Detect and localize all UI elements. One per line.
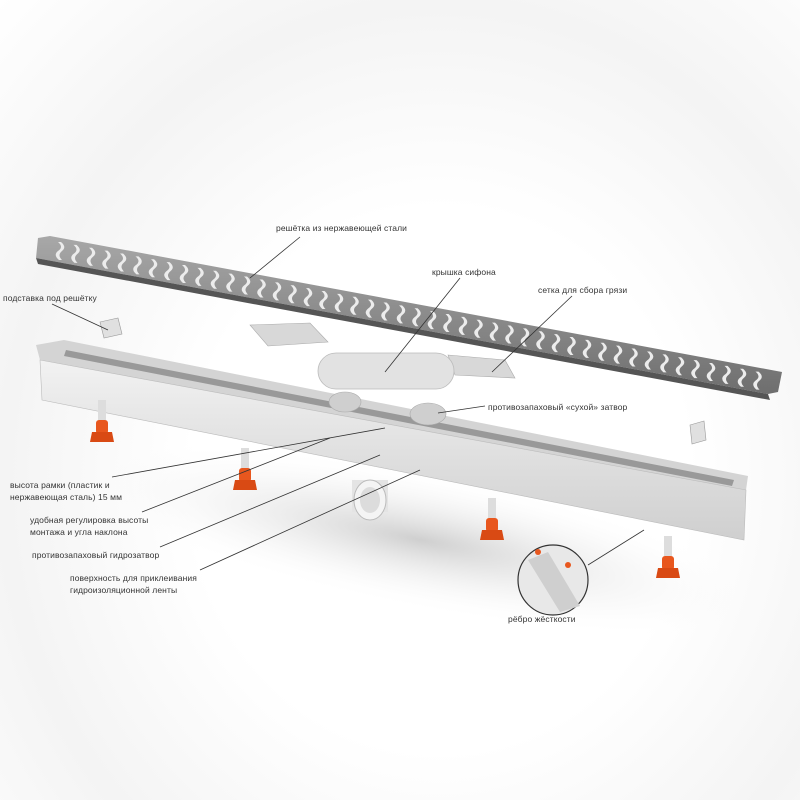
grate-slot — [226, 273, 235, 292]
grate-slot — [381, 302, 390, 321]
grate-slot — [303, 288, 313, 307]
grate-support — [99, 317, 707, 445]
grate-slot — [737, 368, 747, 387]
grate-slot — [489, 322, 499, 341]
grate-slot — [598, 342, 607, 361]
grate-slot — [288, 285, 297, 304]
label-surface: поверхность для приклеивания гидроизоляц… — [70, 572, 197, 596]
grate-slot — [55, 242, 65, 260]
grate-slot — [272, 282, 282, 301]
grate-slot — [334, 293, 344, 312]
label-siphon-cover: крышка сифона — [432, 267, 496, 277]
label-frame-height: высота рамки (пластик и нержавеющая стал… — [10, 479, 122, 503]
grate-slot — [412, 308, 421, 327]
foot — [656, 536, 680, 578]
label-line: гидроизоляционной ленты — [70, 585, 178, 595]
grate-slot — [133, 256, 142, 275]
label-adjustment: удобная регулировка высоты монтажа и угл… — [30, 514, 148, 538]
label-line: удобная регулировка высоты — [30, 515, 149, 525]
grate-slot — [691, 360, 700, 379]
grate-slot — [722, 365, 731, 384]
label-line: поверхность для приклеивания — [70, 573, 197, 583]
grate-slot — [582, 339, 592, 358]
label-line: монтажа и угла наклона — [30, 527, 128, 537]
label-dry-trap: противозапаховый «сухой» затвор — [488, 402, 628, 412]
grate-slot — [706, 362, 716, 381]
label-grate: решётка из нержавеющей стали — [276, 223, 407, 233]
grate-slot — [644, 351, 654, 370]
grate-slot — [210, 270, 220, 289]
foot — [233, 448, 257, 490]
grate-slot — [179, 265, 189, 284]
grate-slot — [675, 357, 685, 376]
label-line: высота рамки (пластик и — [10, 480, 110, 490]
grate-slot — [520, 328, 530, 347]
grate-slot — [365, 299, 375, 318]
grate-slot — [536, 331, 545, 350]
foot — [480, 498, 504, 540]
channel-body — [36, 340, 748, 541]
grate-slot — [164, 262, 173, 281]
grate-slot — [86, 247, 96, 266]
grate-slot — [241, 276, 251, 295]
grate-slot — [195, 267, 204, 286]
grate-slot — [443, 314, 452, 332]
label-stiffening-rib: рёбро жёсткости — [508, 614, 576, 624]
drain-pipe — [352, 479, 388, 521]
grate-slot — [319, 290, 328, 309]
leader-lines — [51, 236, 645, 571]
grate-slot — [505, 325, 514, 344]
foot — [90, 400, 114, 442]
grate-slot — [350, 296, 359, 315]
stiffening-rib-inset — [517, 544, 589, 616]
label-water-trap: противозапаховый гидрозатвор — [32, 550, 160, 560]
grate-slot — [102, 250, 111, 269]
label-grate-support: подставка под решётку — [3, 293, 97, 303]
grate-slot — [613, 345, 623, 364]
grate-slot — [458, 316, 468, 335]
grate-slot — [474, 319, 483, 338]
label-line: нержавеющая сталь) 15 мм — [10, 492, 123, 502]
grate-slot — [427, 311, 437, 330]
grate-slot — [629, 348, 638, 367]
grate-slot — [567, 337, 576, 356]
floor-shadow — [66, 442, 774, 638]
grate-slot — [753, 371, 762, 390]
grate-slot — [71, 244, 80, 263]
grate-slot — [660, 354, 669, 373]
adjustable-feet — [90, 400, 680, 578]
grate-slot — [551, 334, 561, 353]
stainless-grate — [36, 236, 782, 400]
dirt-mesh — [249, 322, 516, 379]
grate-slot — [117, 253, 127, 272]
dry-trap-valve — [328, 391, 362, 413]
grate-slot — [396, 305, 406, 324]
grate-slot — [148, 259, 158, 278]
grate-slot — [257, 279, 266, 298]
label-dirt-mesh: сетка для сбора грязи — [538, 285, 628, 295]
